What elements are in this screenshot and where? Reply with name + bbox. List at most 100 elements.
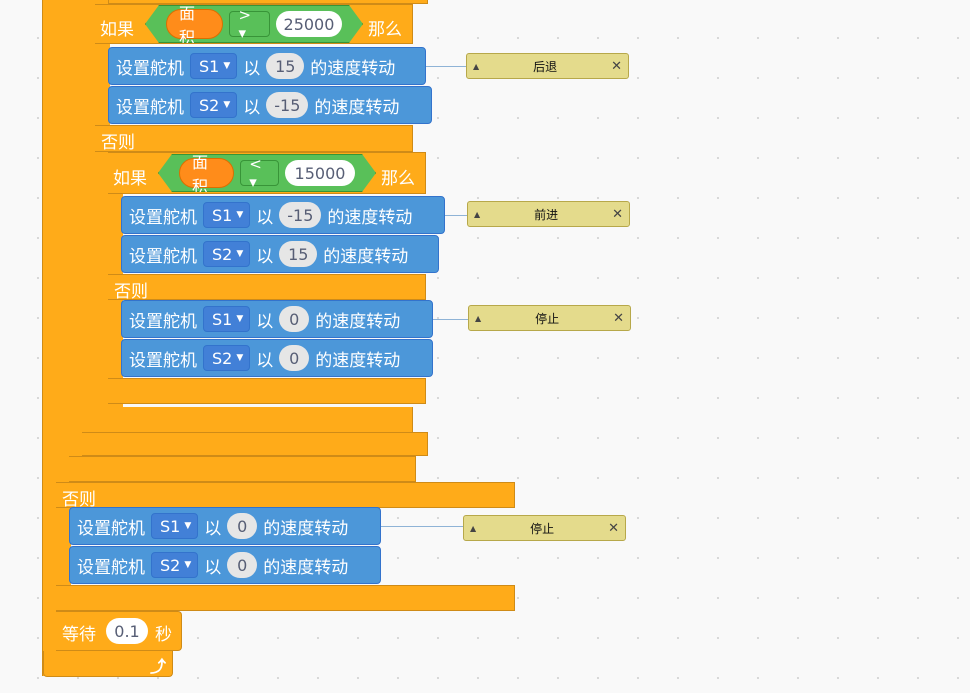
c-block-bottom-2[interactable] <box>69 456 416 482</box>
servo-dropdown[interactable]: S2▼ <box>203 345 251 371</box>
seconds-label: 秒 <box>155 625 172 645</box>
caret-down-icon: ▼ <box>236 352 244 363</box>
area-reporter[interactable]: 面积 <box>166 9 223 39</box>
speed-input[interactable]: 0 <box>279 345 310 371</box>
set-servo-label: 设置舵机 <box>129 350 197 371</box>
then-label: 那么 <box>381 169 415 189</box>
set-servo-block[interactable]: 设置舵机 S2▼ 以 -15 的速度转动 <box>108 86 432 124</box>
comment-link <box>445 215 469 216</box>
speed-input[interactable]: 0 <box>279 306 310 332</box>
with-label: 以 <box>256 350 274 371</box>
with-label: 以 <box>256 246 274 267</box>
speed-input[interactable]: 0 <box>227 552 258 578</box>
comment-text[interactable]: 停止 <box>530 521 555 536</box>
speed-turn-label: 的速度转动 <box>263 518 349 539</box>
servo-dropdown-value: S2 <box>212 348 233 368</box>
nested-arm-2[interactable] <box>81 0 97 455</box>
c-block-bottom-5[interactable] <box>108 378 426 404</box>
else-label: 否则 <box>114 282 148 302</box>
servo-dropdown[interactable]: S1▼ <box>190 53 238 79</box>
nested-arm-3[interactable] <box>94 0 110 432</box>
speed-turn-label: 的速度转动 <box>315 311 401 332</box>
if-label: 如果 <box>113 169 147 189</box>
area-reporter[interactable]: 面积 <box>179 158 234 188</box>
compare-value-input[interactable]: 25000 <box>276 11 342 37</box>
loop-arrow-icon: ⤴ <box>150 657 167 676</box>
triangle-up-icon[interactable]: ▲ <box>475 313 482 323</box>
with-label: 以 <box>243 58 261 79</box>
servo-dropdown[interactable]: S1▼ <box>151 513 199 539</box>
comment-text[interactable]: 前进 <box>534 207 559 222</box>
servo-dropdown[interactable]: S1▼ <box>203 202 251 228</box>
speed-input[interactable]: 0 <box>227 513 258 539</box>
close-icon[interactable]: ✕ <box>608 520 619 536</box>
operator-dropdown[interactable]: < ▾ <box>240 160 279 186</box>
servo-dropdown[interactable]: S2▼ <box>203 241 251 267</box>
servo-dropdown-value: S2 <box>212 244 233 264</box>
set-servo-block[interactable]: 设置舵机 S1▼ 以 -15 的速度转动 <box>121 196 445 234</box>
set-servo-label: 设置舵机 <box>129 207 197 228</box>
close-icon[interactable]: ✕ <box>612 206 623 222</box>
operator-label: < ▾ <box>249 155 262 191</box>
condition-block-1[interactable]: 面积 > ▾ 25000 <box>145 5 363 43</box>
comment-link <box>433 319 470 320</box>
then-label: 那么 <box>368 20 402 40</box>
c-block-bottom-3[interactable] <box>82 432 428 456</box>
caret-down-icon: ▼ <box>223 99 231 110</box>
comment-note[interactable]: ▲ 前进 ✕ <box>467 201 630 227</box>
set-servo-block[interactable]: 设置舵机 S2▼ 以 15 的速度转动 <box>121 235 439 273</box>
else-label: 否则 <box>62 490 96 510</box>
wait-seconds-input[interactable]: 0.1 <box>106 618 148 644</box>
comment-text[interactable]: 后退 <box>533 59 558 74</box>
operator-dropdown[interactable]: > ▾ <box>229 11 269 37</box>
comment-text[interactable]: 停止 <box>535 311 560 326</box>
servo-dropdown-value: S1 <box>212 309 233 329</box>
speed-input[interactable]: 15 <box>279 241 318 267</box>
speed-turn-label: 的速度转动 <box>315 350 401 371</box>
condition-block-2[interactable]: 面积 < ▾ 15000 <box>158 154 376 192</box>
servo-dropdown[interactable]: S2▼ <box>151 552 199 578</box>
speed-input[interactable]: -15 <box>279 202 322 228</box>
speed-turn-label: 的速度转动 <box>314 97 400 118</box>
servo-dropdown[interactable]: S2▼ <box>190 92 238 118</box>
set-servo-label: 设置舵机 <box>129 246 197 267</box>
wait-label: 等待 <box>62 625 96 645</box>
set-servo-block[interactable]: 设置舵机 S1▼ 以 15 的速度转动 <box>108 47 426 85</box>
servo-dropdown-value: S1 <box>212 205 233 225</box>
speed-input[interactable]: 15 <box>266 53 305 79</box>
close-icon[interactable]: ✕ <box>611 58 622 74</box>
nested-arm-1[interactable] <box>68 0 84 482</box>
set-servo-block[interactable]: 设置舵机 S2▼ 以 0 的速度转动 <box>69 546 381 584</box>
wait-block[interactable]: 等待 0.1 秒 <box>56 611 182 651</box>
comment-link <box>426 66 468 67</box>
with-label: 以 <box>204 518 222 539</box>
c-block-bottom-4[interactable] <box>95 407 413 433</box>
comment-link <box>381 526 465 527</box>
triangle-up-icon[interactable]: ▲ <box>470 523 477 533</box>
triangle-up-icon[interactable]: ▲ <box>474 209 481 219</box>
speed-turn-label: 的速度转动 <box>310 58 396 79</box>
triangle-up-icon[interactable]: ▲ <box>473 61 480 71</box>
top-block-stub[interactable] <box>108 0 428 4</box>
else-bar-outer[interactable]: 否则 <box>56 482 515 510</box>
forever-loop-bottom[interactable]: ⤴ <box>43 651 173 677</box>
compare-value-input[interactable]: 15000 <box>285 160 355 186</box>
else-bar-2[interactable]: 否则 <box>108 274 426 302</box>
caret-down-icon: ▼ <box>236 313 244 324</box>
comment-note[interactable]: ▲ 后退 ✕ <box>466 53 629 79</box>
comment-note[interactable]: ▲ 停止 ✕ <box>463 515 626 541</box>
set-servo-block[interactable]: 设置舵机 S1▼ 以 0 的速度转动 <box>121 300 433 338</box>
else-bar-1[interactable]: 否则 <box>95 125 413 153</box>
speed-input[interactable]: -15 <box>266 92 309 118</box>
outer-if-arm[interactable] <box>55 0 71 612</box>
caret-down-icon: ▼ <box>184 559 192 570</box>
c-block-bottom-outer[interactable] <box>56 585 515 611</box>
close-icon[interactable]: ✕ <box>613 310 624 326</box>
set-servo-block[interactable]: 设置舵机 S1▼ 以 0 的速度转动 <box>69 507 381 545</box>
comment-note[interactable]: ▲ 停止 ✕ <box>468 305 631 331</box>
caret-down-icon: ▼ <box>236 248 244 259</box>
set-servo-block[interactable]: 设置舵机 S2▼ 以 0 的速度转动 <box>121 339 433 377</box>
servo-dropdown[interactable]: S1▼ <box>203 306 251 332</box>
operator-label: > ▾ <box>238 6 252 42</box>
with-label: 以 <box>243 97 261 118</box>
